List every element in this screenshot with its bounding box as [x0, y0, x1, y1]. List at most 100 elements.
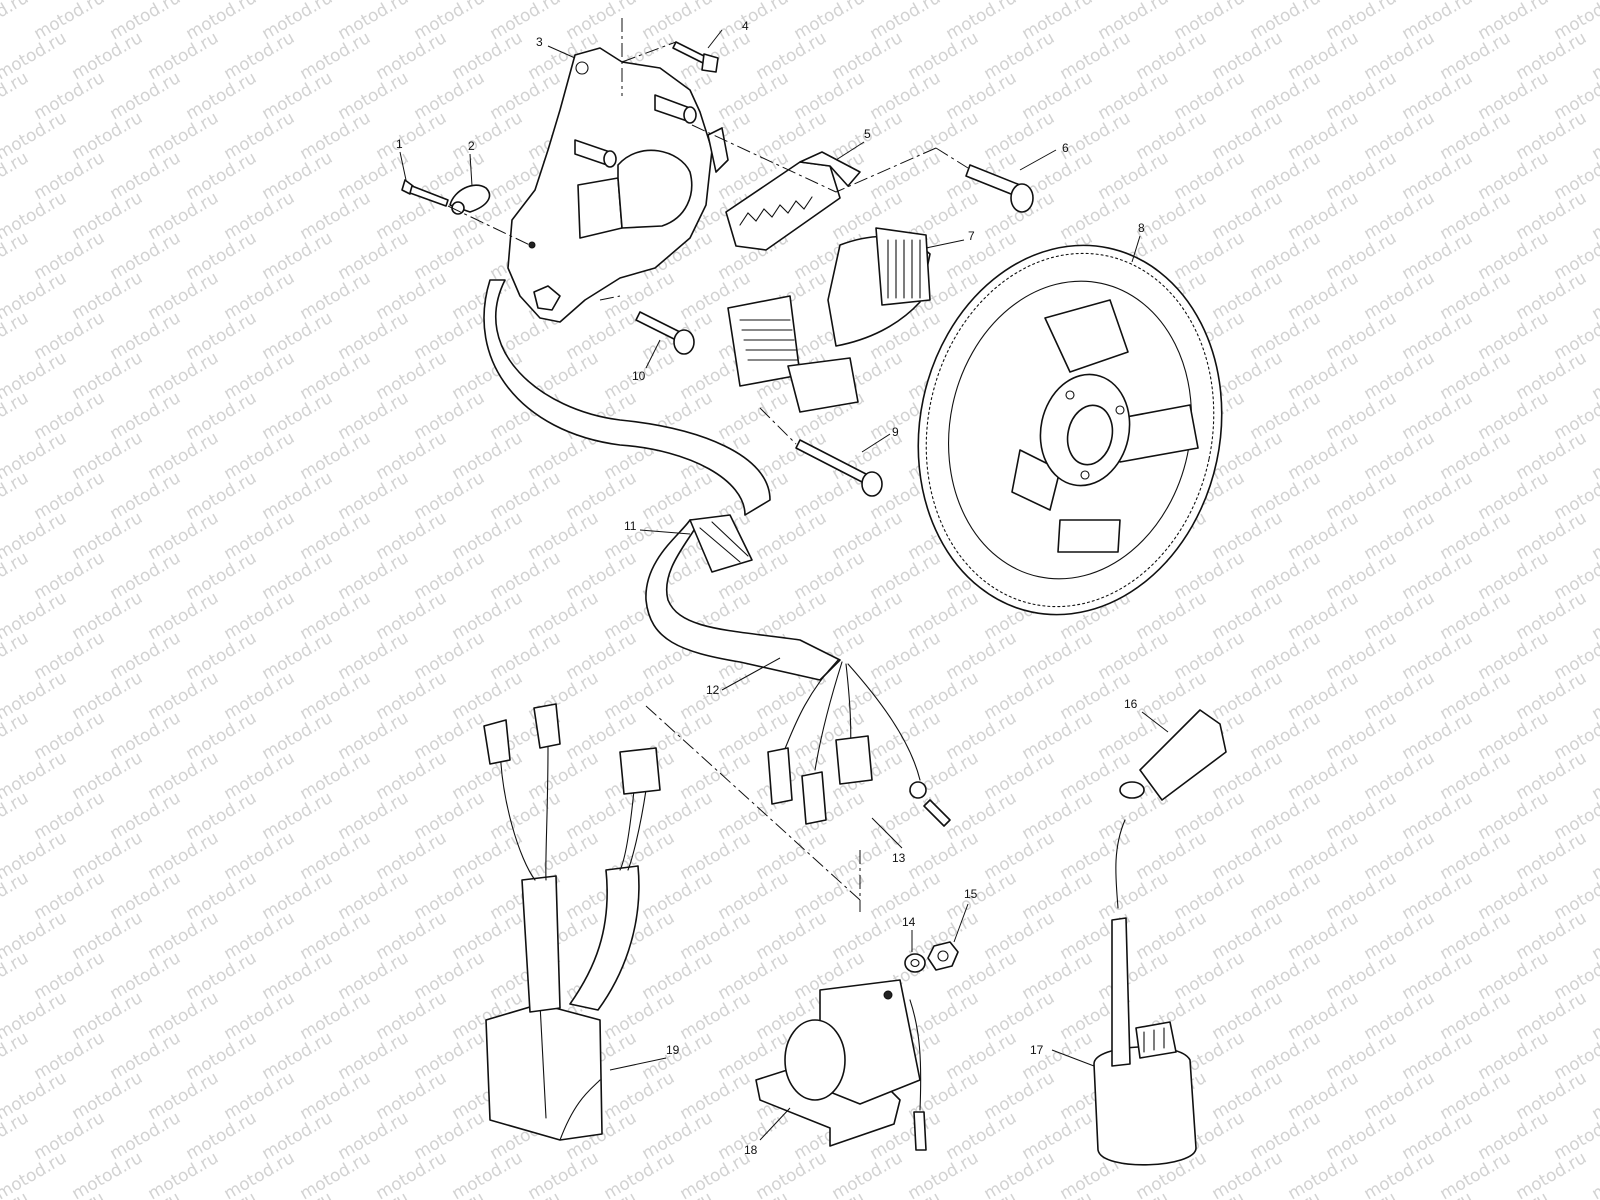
watermark-text: motod.ru	[145, 828, 223, 884]
watermark-text: motod.ru	[449, 748, 527, 804]
watermark-text: motod.ru	[145, 668, 223, 724]
watermark-text: motod.ru	[981, 1068, 1059, 1124]
watermark-text: motod.ru	[31, 1108, 109, 1164]
watermark-text: motod.ru	[1285, 1068, 1363, 1124]
watermark-text: motod.ru	[1399, 228, 1477, 284]
watermark-text: motod.ru	[1323, 148, 1401, 204]
watermark-text: motod.ru	[1247, 948, 1325, 1004]
watermark-text: motod.ru	[753, 28, 831, 84]
watermark-text: motod.ru	[411, 708, 489, 764]
watermark-text: motod.ru	[1247, 148, 1325, 204]
screw-9	[795, 439, 883, 497]
watermark-text: motod.ru	[107, 1108, 185, 1164]
watermark-text: motod.ru	[1589, 268, 1600, 324]
watermark-text: motod.ru	[449, 508, 527, 564]
watermark-text: motod.ru	[221, 1068, 299, 1124]
watermark-text: motod.ru	[1589, 188, 1600, 244]
callout-13: 13	[892, 851, 906, 865]
watermark-text: motod.ru	[1475, 468, 1553, 524]
watermark-text: motod.ru	[107, 308, 185, 364]
watermark-text: motod.ru	[183, 148, 261, 204]
watermark-text: motod.ru	[259, 308, 337, 364]
charge-coil-5	[725, 151, 861, 251]
watermark-text: motod.ru	[943, 708, 1021, 764]
watermark-text: motod.ru	[525, 748, 603, 804]
ignition-coil-17	[1093, 819, 1197, 1166]
watermark-text: motod.ru	[1513, 988, 1591, 1044]
watermark-text: motod.ru	[867, 708, 945, 764]
watermark-text: motod.ru	[829, 1148, 907, 1200]
watermark-text: motod.ru	[221, 588, 299, 644]
watermark-text: motod.ru	[1513, 28, 1591, 84]
watermark-text: motod.ru	[1209, 908, 1287, 964]
watermark-text: motod.ru	[1019, 868, 1097, 924]
watermark-text: motod.ru	[981, 988, 1059, 1044]
watermark-text: motod.ru	[981, 748, 1059, 804]
watermark-text: motod.ru	[1285, 348, 1363, 404]
watermark-text: motod.ru	[1361, 1148, 1439, 1200]
watermark-text: motod.ru	[145, 1148, 223, 1200]
watermark-text: motod.ru	[639, 1108, 717, 1164]
watermark-text: motod.ru	[297, 988, 375, 1044]
watermark-text: motod.ru	[1209, 588, 1287, 644]
watermark-text: motod.ru	[373, 588, 451, 644]
watermark-text: motod.ru	[601, 1068, 679, 1124]
watermark-text: motod.ru	[107, 948, 185, 1004]
callout-15: 15	[964, 887, 978, 901]
callout-7: 7	[968, 229, 975, 243]
watermark-text: motod.ru	[1019, 628, 1097, 684]
cdi-box-19	[483, 703, 661, 1141]
watermark-text: motod.ru	[639, 468, 717, 524]
watermark-text: motod.ru	[1589, 588, 1600, 644]
watermark-text: motod.ru	[601, 1148, 679, 1200]
watermark-text: motod.ru	[297, 1068, 375, 1124]
watermark-text: motod.ru	[107, 1028, 185, 1084]
watermark-text: motod.ru	[449, 1148, 527, 1200]
watermark-text: motod.ru	[1323, 868, 1401, 924]
watermark-text: motod.ru	[69, 268, 147, 324]
callout-5: 5	[864, 127, 871, 141]
screw-1	[401, 179, 449, 207]
watermark-text: motod.ru	[411, 68, 489, 124]
watermark-text: motod.ru	[943, 1028, 1021, 1084]
watermark-text: motod.ru	[259, 148, 337, 204]
watermark-text: motod.ru	[449, 908, 527, 964]
watermark-text: motod.ru	[183, 1108, 261, 1164]
watermark-text: motod.ru	[449, 588, 527, 644]
watermark-text: motod.ru	[373, 108, 451, 164]
watermark-text: motod.ru	[145, 988, 223, 1044]
watermark-text: motod.ru	[183, 1028, 261, 1084]
watermark-text: motod.ru	[563, 468, 641, 524]
watermark-text: motod.ru	[1095, 868, 1173, 924]
watermark-text: motod.ru	[221, 828, 299, 884]
watermark-text: motod.ru	[1323, 788, 1401, 844]
watermark-text: motod.ru	[1589, 428, 1600, 484]
watermark-text: motod.ru	[69, 428, 147, 484]
watermark-text: motod.ru	[31, 628, 109, 684]
callout-17: 17	[1030, 1043, 1044, 1057]
solenoid-18	[755, 979, 927, 1151]
watermark-text: motod.ru	[1361, 1068, 1439, 1124]
watermark-text: motod.ru	[905, 108, 983, 164]
watermark-text: motod.ru	[1323, 548, 1401, 604]
watermark-text: motod.ru	[221, 28, 299, 84]
watermark-text: motod.ru	[183, 628, 261, 684]
watermark-text: motod.ru	[259, 628, 337, 684]
watermark-text: motod.ru	[1057, 668, 1135, 724]
watermark-text: motod.ru	[1513, 588, 1591, 644]
watermark-text: motod.ru	[1399, 788, 1477, 844]
watermark-text: motod.ru	[715, 68, 793, 124]
watermark-text: motod.ru	[1285, 828, 1363, 884]
callout-10: 10	[632, 369, 646, 383]
watermark-text: motod.ru	[69, 588, 147, 644]
watermark-text: motod.ru	[1247, 708, 1325, 764]
watermark-text: motod.ru	[1133, 908, 1211, 964]
watermark-text: motod.ru	[981, 668, 1059, 724]
stator-plate	[507, 47, 729, 323]
watermark-text: motod.ru	[981, 908, 1059, 964]
watermark-text: motod.ru	[905, 668, 983, 724]
watermark-text: motod.ru	[1095, 628, 1173, 684]
watermark-text: motod.ru	[221, 748, 299, 804]
watermark-text: motod.ru	[259, 228, 337, 284]
watermark-text: motod.ru	[107, 228, 185, 284]
